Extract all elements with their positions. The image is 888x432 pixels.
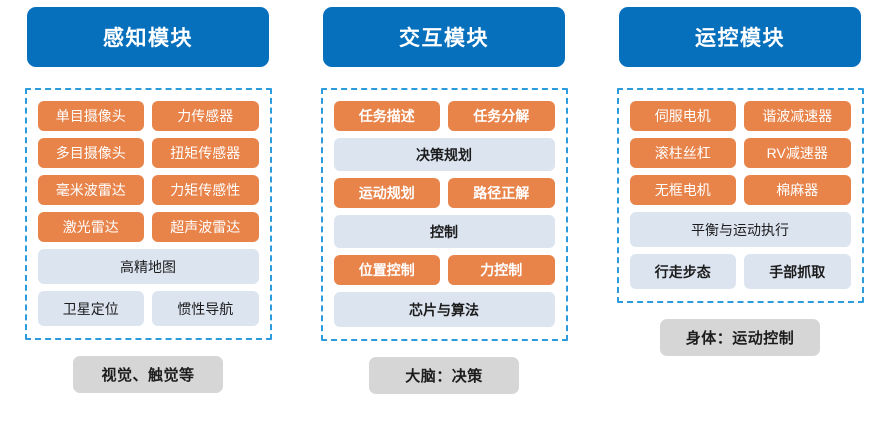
column-interaction: 交互模块 任务描述 任务分解 决策规划 运动规划 路径正解 控制 位置控制 力控… — [296, 0, 592, 432]
chip-item[interactable]: 手部抓取 — [744, 254, 851, 289]
chip-row: 运动规划 路径正解 — [333, 178, 555, 208]
dashed-group-interaction: 任务描述 任务分解 决策规划 运动规划 路径正解 控制 位置控制 力控制 芯片与… — [320, 88, 568, 341]
chip-row: 任务描述 任务分解 — [333, 101, 555, 131]
column-perception: 感知模块 单目摄像头 力传感器 多目摄像头 扭矩传感器 毫米波雷达 力矩传感性 … — [0, 0, 296, 432]
chip-row: 行走步态 手部抓取 — [629, 254, 851, 289]
chip-item[interactable]: 卫星定位 — [37, 291, 144, 326]
column-motion-control: 运控模块 伺服电机 谐波减速器 滚柱丝杠 RV减速器 无框电机 棉麻器 平衡与运… — [592, 0, 888, 432]
chip-item[interactable]: 惯性导航 — [152, 291, 259, 326]
chip-row: 高精地图 — [37, 249, 259, 284]
chip-item[interactable]: 扭矩传感器 — [152, 138, 259, 168]
chip-item[interactable]: 任务分解 — [448, 101, 555, 131]
column-footer-interaction: 大脑：决策 — [369, 357, 519, 394]
column-header-motion-control: 运控模块 — [619, 7, 861, 67]
chip-item[interactable]: 谐波减速器 — [744, 101, 851, 131]
chip-row: 单目摄像头 力传感器 — [37, 101, 259, 131]
chip-item[interactable]: 任务描述 — [333, 101, 440, 131]
chip-item[interactable]: 决策规划 — [333, 138, 555, 171]
chip-row: 无框电机 棉麻器 — [629, 175, 851, 205]
dashed-group-motion-control: 伺服电机 谐波减速器 滚柱丝杠 RV减速器 无框电机 棉麻器 平衡与运动执行 行… — [616, 88, 864, 303]
chip-item[interactable]: 力控制 — [448, 255, 555, 285]
chip-row: 毫米波雷达 力矩传感性 — [37, 175, 259, 205]
chip-item[interactable]: 路径正解 — [448, 178, 555, 208]
chip-row: 平衡与运动执行 — [629, 212, 851, 247]
chip-row: 控制 — [333, 215, 555, 248]
column-footer-perception: 视觉、触觉等 — [73, 356, 223, 393]
chip-row: 激光雷达 超声波雷达 — [37, 212, 259, 242]
chip-item[interactable]: 无框电机 — [629, 175, 736, 205]
chip-item[interactable]: 滚柱丝杠 — [629, 138, 736, 168]
chip-item[interactable]: 行走步态 — [629, 254, 736, 289]
chip-item[interactable]: 多目摄像头 — [37, 138, 144, 168]
chip-item[interactable]: 超声波雷达 — [152, 212, 259, 242]
chip-row: 多目摄像头 扭矩传感器 — [37, 138, 259, 168]
chip-row: 伺服电机 谐波减速器 — [629, 101, 851, 131]
chip-item[interactable]: 力矩传感性 — [152, 175, 259, 205]
chip-item[interactable]: 力传感器 — [152, 101, 259, 131]
column-header-interaction: 交互模块 — [323, 7, 565, 67]
chip-row: 卫星定位 惯性导航 — [37, 291, 259, 326]
chip-item[interactable]: 平衡与运动执行 — [629, 212, 851, 247]
chip-item[interactable]: 控制 — [333, 215, 555, 248]
chip-item[interactable]: 伺服电机 — [629, 101, 736, 131]
chip-row: 芯片与算法 — [333, 292, 555, 327]
chip-item[interactable]: 高精地图 — [37, 249, 259, 284]
chip-item[interactable]: RV减速器 — [744, 138, 851, 168]
chip-row: 位置控制 力控制 — [333, 255, 555, 285]
chip-item[interactable]: 激光雷达 — [37, 212, 144, 242]
chip-item[interactable]: 单目摄像头 — [37, 101, 144, 131]
chip-item[interactable]: 位置控制 — [333, 255, 440, 285]
chip-row: 决策规划 — [333, 138, 555, 171]
chip-item[interactable]: 芯片与算法 — [333, 292, 555, 327]
chip-item[interactable]: 毫米波雷达 — [37, 175, 144, 205]
column-header-perception: 感知模块 — [27, 7, 269, 67]
column-footer-motion-control: 身体：运动控制 — [659, 319, 821, 356]
chip-item[interactable]: 棉麻器 — [744, 175, 851, 205]
chip-item[interactable]: 运动规划 — [333, 178, 440, 208]
chip-row: 滚柱丝杠 RV减速器 — [629, 138, 851, 168]
dashed-group-perception: 单目摄像头 力传感器 多目摄像头 扭矩传感器 毫米波雷达 力矩传感性 激光雷达 … — [24, 88, 272, 340]
